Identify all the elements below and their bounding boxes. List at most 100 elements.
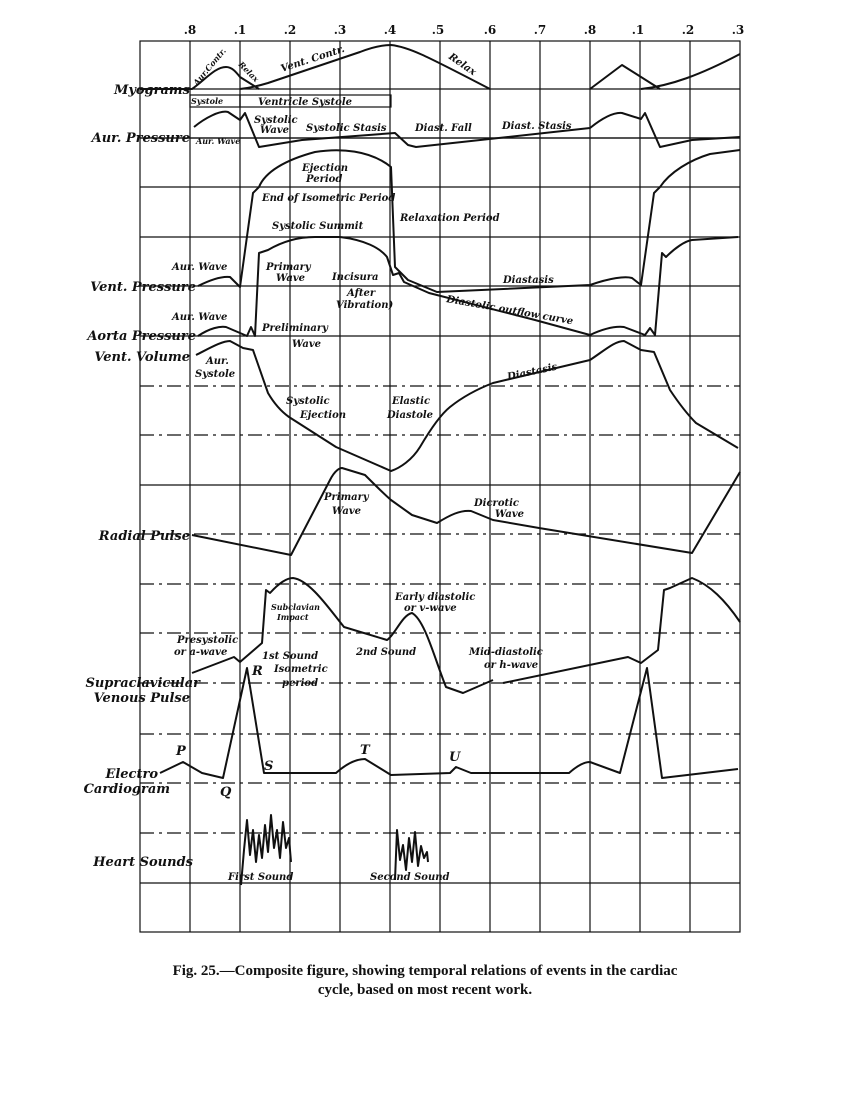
row-label-vent-volume: Vent. Volume: [94, 350, 190, 365]
annotation: End of Isometric Period: [261, 193, 395, 204]
tick-label: .8: [584, 23, 597, 37]
vent-pressure-curve: [197, 149, 741, 293]
annotation: Wave: [292, 339, 321, 350]
annotation: Elastic: [391, 396, 430, 407]
row-label-aorta-pressure: Aorta Pressure: [85, 329, 196, 344]
annotation: Wave: [495, 509, 524, 520]
tick-label: .4: [384, 23, 397, 37]
second-sound-label: Second Sound: [370, 872, 450, 883]
annotation: Mid-diastolic: [468, 647, 543, 658]
tick-label: .2: [682, 23, 695, 37]
myogram-ventricular-curve: [239, 44, 491, 90]
annotation: Aur. Wave: [195, 136, 240, 146]
annotation: Period: [305, 174, 342, 185]
caption-line-1: Fig. 25.—Composite figure, showing tempo…: [172, 963, 678, 979]
annotation: Diastasis: [505, 362, 558, 384]
tick-label: .3: [732, 23, 745, 37]
second-heart-sound-trace: [394, 829, 429, 881]
tick-label: .8: [184, 23, 197, 37]
annotation: 2nd Sound: [355, 647, 416, 658]
annotation: Wave: [332, 506, 361, 517]
tick-label: .1: [632, 23, 645, 37]
ecg-q-label: Q: [220, 785, 232, 800]
ecg-t-label: T: [360, 743, 371, 758]
annotation: Systolic Stasis: [306, 123, 387, 134]
annotation: or h-wave: [484, 660, 538, 671]
annotation: Primary: [265, 262, 312, 273]
caption-line-2: cycle, based on most recent work.: [317, 982, 533, 998]
annotation: Diast. Fall: [414, 123, 472, 134]
aur-pressure-curve: [193, 110, 741, 148]
annotation: Diastole: [386, 410, 433, 421]
annotation: Systole: [191, 96, 223, 106]
row-label-myograms: Myograms: [113, 83, 191, 98]
ecg-s-label: S: [264, 759, 273, 774]
row-label-radial-pulse: Radial Pulse: [98, 529, 190, 544]
annotation: Wave: [276, 273, 305, 284]
row-labels: Myograms Aur. Pressure Vent. Pressure Ao…: [84, 83, 202, 870]
annotation: Ejection: [299, 410, 346, 421]
annotation: Diast. Stasis: [501, 121, 572, 132]
first-heart-sound-trace: [240, 814, 292, 886]
annotation: Subclavian: [271, 602, 320, 612]
annotation: Isometric: [273, 664, 328, 675]
tick-label: .1: [234, 23, 247, 37]
ecg-u-label: U: [449, 750, 461, 765]
tick-label: .3: [334, 23, 347, 37]
annotation: Presystolic: [176, 635, 238, 646]
row-label-venous-pulse-2: Venous Pulse: [94, 691, 190, 706]
row-label-ecg: Electro: [104, 767, 158, 782]
annotation: Systolic Summit: [272, 221, 364, 232]
traces: [140, 44, 741, 886]
ecg-curve: [159, 667, 739, 779]
ecg-p-label: P: [175, 744, 187, 759]
row-label-heart-sounds: Heart Sounds: [92, 855, 193, 870]
myogram-atrial-curve-2: [589, 64, 661, 90]
annotation: Ejection: [301, 163, 348, 174]
myogram-atrial-curve: [140, 66, 260, 90]
annotation: Aur.: [205, 356, 229, 367]
row-label-aur-pressure: Aur. Pressure: [90, 131, 190, 146]
first-sound-label: First Sound: [227, 872, 293, 883]
annotation: period: [282, 678, 318, 689]
annotation: Preliminary: [261, 323, 329, 334]
annotation: Diastolic outflow curve: [444, 294, 573, 327]
annotation: or a-wave: [174, 647, 227, 658]
annotation: Aur. Wave: [171, 312, 227, 323]
annotation: Primary: [323, 492, 370, 503]
venous-pulse-curve-2: [502, 577, 741, 684]
annotation: Relaxation Period: [399, 213, 500, 224]
annotation: Ventricle Systole: [258, 97, 352, 108]
annotation: Impact: [276, 612, 309, 622]
annotation: Vibration): [336, 300, 393, 311]
tick-label: .5: [432, 23, 445, 37]
row-label-venous-pulse: Supraclavicular: [85, 676, 201, 691]
myogram-ventricular-curve-2: [640, 53, 741, 90]
aorta-pressure-curve: [197, 236, 739, 337]
row-label-ecg-2: Cardiogram: [84, 782, 170, 797]
venous-pulse-curve: [191, 577, 494, 694]
annotations: Aur.Contr. Relax Vent. Contr. Relax Syst…: [171, 44, 574, 883]
annotation: Systolic: [286, 396, 330, 407]
annotation: After: [346, 288, 376, 299]
annotation: Dicrotic: [473, 498, 519, 509]
tick-label: .2: [284, 23, 297, 37]
figure-caption: Fig. 25.—Composite figure, showing tempo…: [60, 962, 790, 1000]
time-axis: .8 .1 .2 .3 .4 .5 .6 .7 .8 .1 .2 .3: [184, 23, 745, 37]
annotation: Aur. Wave: [171, 262, 227, 273]
annotation: Systole: [195, 369, 235, 380]
ecg-r-label: R: [251, 664, 263, 679]
annotation: Systolic: [254, 115, 298, 126]
annotation: Incisura: [331, 272, 378, 283]
annotation: or v-wave: [404, 603, 457, 614]
radial-pulse-curve: [191, 467, 741, 556]
tick-label: .6: [484, 23, 497, 37]
row-label-vent-pressure: Vent. Pressure: [90, 280, 196, 295]
annotation: Early diastolic: [394, 592, 475, 603]
tick-label: .7: [534, 23, 547, 37]
annotation: Diastasis: [502, 275, 554, 286]
annotation: 1st Sound: [262, 651, 318, 662]
ventricle-systole-bar: [239, 94, 392, 108]
vent-volume-curve: [195, 340, 739, 472]
